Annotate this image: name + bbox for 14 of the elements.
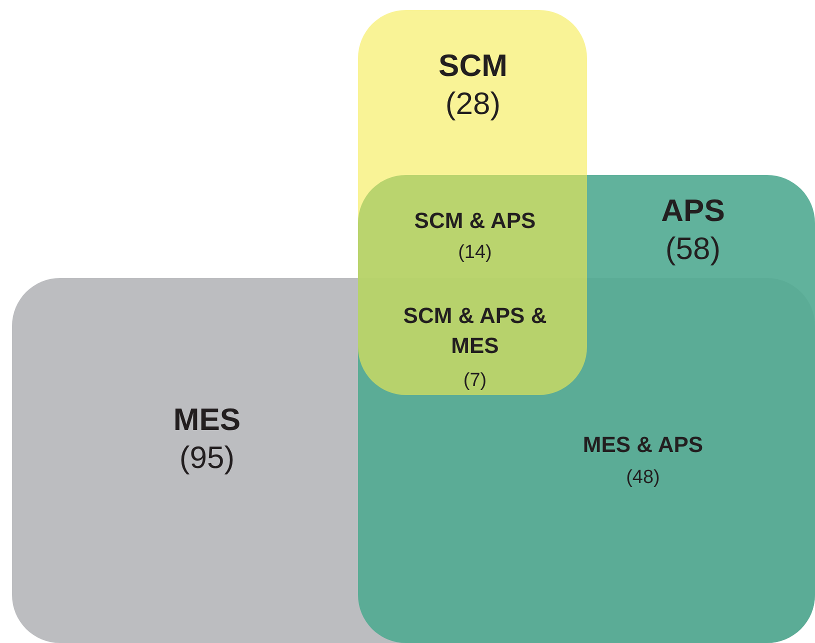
set-name: SCM: [438, 50, 508, 81]
set-region: [358, 10, 587, 395]
overlap-name: MES & APS: [582, 431, 704, 459]
set-name: MES: [172, 404, 242, 435]
overlap-count: (48): [625, 466, 661, 490]
overlap-name: SCM & APS: [413, 207, 537, 235]
set-name: APS: [660, 195, 726, 226]
set-count: (95): [178, 442, 236, 473]
overlap-count: (14): [457, 241, 493, 265]
set-count: (58): [664, 233, 722, 264]
set-region: [358, 175, 815, 643]
overlap-count: (7): [462, 369, 488, 393]
set-count: (28): [444, 88, 502, 119]
overlap-name: SCM & APS & MES: [402, 302, 548, 360]
